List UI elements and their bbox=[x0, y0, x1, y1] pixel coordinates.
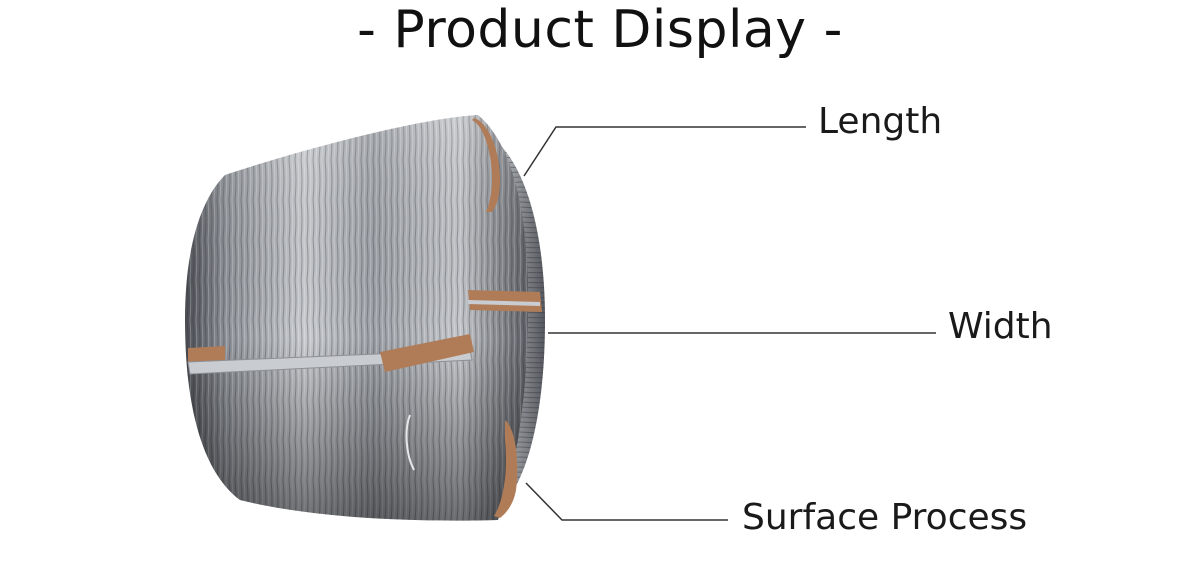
surface-process-label: Surface Process bbox=[742, 497, 1028, 538]
page-title: - Product Display - bbox=[357, 0, 843, 60]
leader-lines bbox=[523, 126, 936, 521]
width-label: Width bbox=[948, 306, 1053, 347]
coil-end-band-bottom bbox=[494, 420, 518, 518]
length-label: Length bbox=[818, 101, 943, 142]
binding-strap-right bbox=[468, 300, 540, 306]
leader-line-length bbox=[523, 126, 806, 177]
coil-end-band-top bbox=[472, 118, 500, 212]
binding-band-mid bbox=[380, 334, 474, 372]
binding-band-right bbox=[468, 290, 542, 312]
leader-line-surface bbox=[525, 482, 728, 521]
